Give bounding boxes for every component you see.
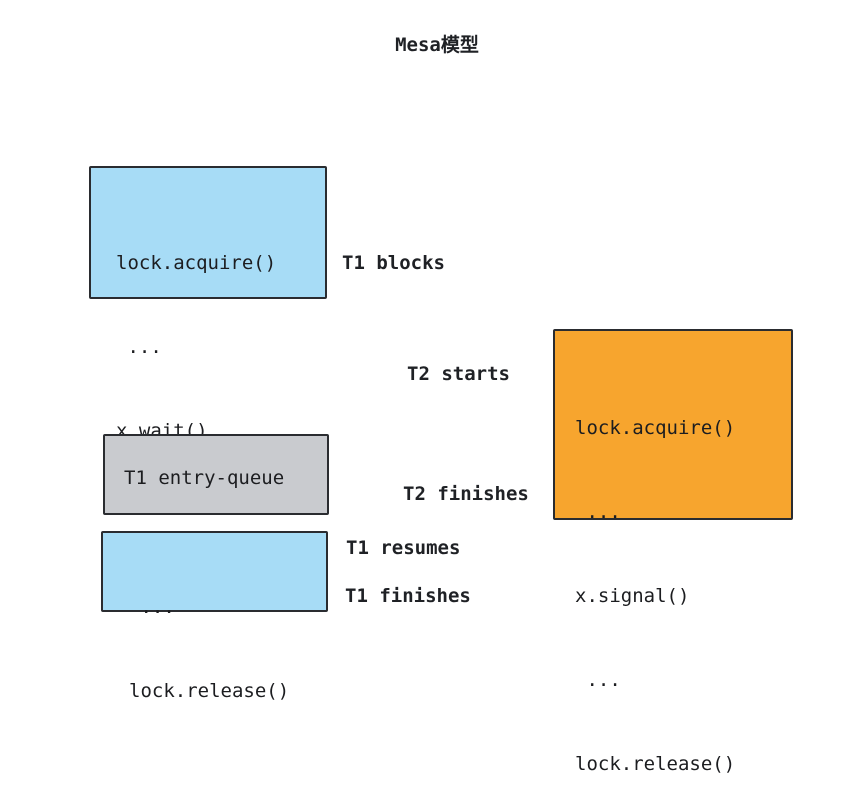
t2-code-line-5: lock.release() bbox=[575, 753, 736, 775]
t1-code-line-1: lock.acquire() bbox=[116, 252, 277, 274]
t2-code-line-4: ... bbox=[575, 669, 621, 691]
t1-code-block bbox=[89, 166, 327, 299]
label-t1-resumes: T1 resumes bbox=[346, 537, 461, 559]
label-t1-blocks: T1 blocks bbox=[342, 252, 445, 274]
t1-resume-text: ... lock.release() bbox=[129, 537, 289, 733]
t2-code-text: lock.acquire() ... x.signal() ... lock.r… bbox=[575, 358, 735, 806]
label-t2-finishes: T2 finishes bbox=[403, 483, 529, 505]
t1-resume-line-2: lock.release() bbox=[129, 680, 290, 702]
diagram-title: Mesa模型 bbox=[395, 34, 479, 56]
label-t2-starts: T2 starts bbox=[407, 363, 510, 385]
t1-code-line-2: ... bbox=[116, 336, 162, 358]
t1-code-text: lock.acquire() ... x.wait() bbox=[116, 193, 276, 473]
entry-queue-box bbox=[103, 434, 329, 515]
entry-queue-text: T1 entry-queue bbox=[124, 467, 285, 489]
t2-code-line-3: x.signal() bbox=[575, 585, 690, 607]
t1-resume-block bbox=[101, 531, 328, 612]
label-t1-finishes: T1 finishes bbox=[345, 585, 471, 607]
t1-resume-line-1: ... bbox=[129, 596, 175, 618]
t2-code-block bbox=[553, 329, 793, 520]
t2-code-line-1: lock.acquire() bbox=[575, 417, 736, 439]
t2-code-line-2: ... bbox=[575, 501, 621, 523]
